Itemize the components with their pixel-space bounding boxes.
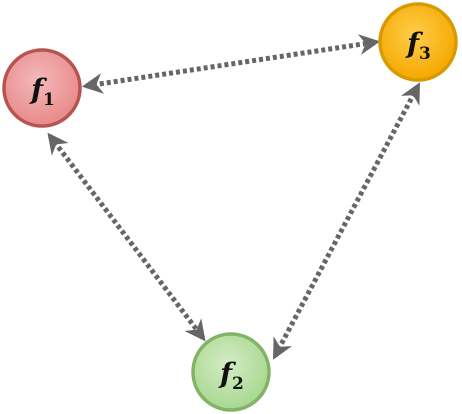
node-f3[interactable]: f3: [378, 2, 458, 82]
edge-f1-f2: [47, 132, 206, 342]
node-f1[interactable]: f1: [2, 48, 82, 128]
node-f1-circle: [2, 48, 82, 128]
node-f2[interactable]: f2: [191, 332, 271, 412]
node-f2-circle: [191, 332, 271, 412]
edge-f1-f3: [81, 34, 381, 94]
node-f3-circle: [378, 2, 458, 82]
edge-f2-f3: [272, 82, 421, 360]
edges-group: [47, 34, 421, 360]
